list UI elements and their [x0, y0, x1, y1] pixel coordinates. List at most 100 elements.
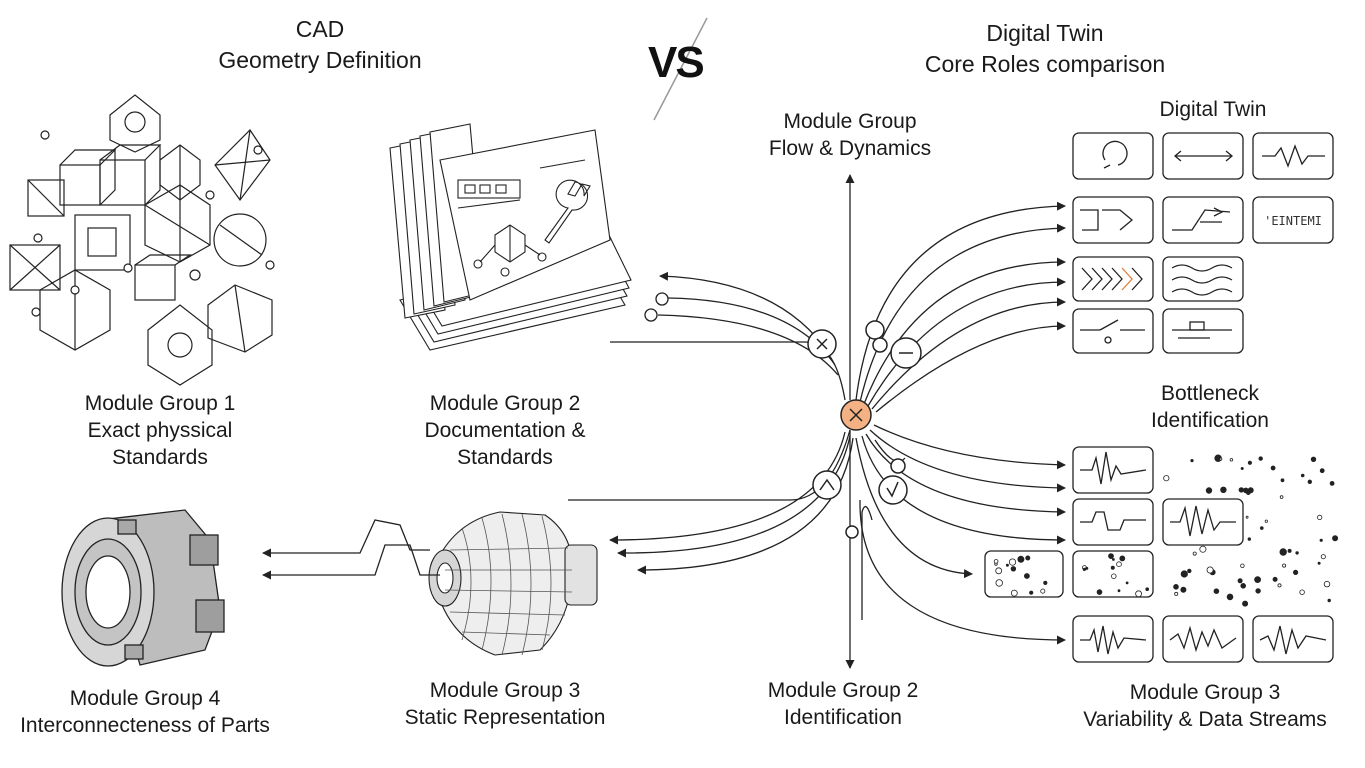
- scatter-dot: [1085, 566, 1089, 570]
- scatter-dot: [1116, 561, 1122, 567]
- wave-lines-icon: [1171, 264, 1233, 296]
- scatter-dot: [1270, 465, 1276, 471]
- cube-icon: [74, 214, 131, 271]
- cube-icon: [109, 94, 161, 153]
- scatter-dot: [1299, 589, 1305, 595]
- panel-cell: [1162, 498, 1244, 546]
- signal-trace-icon: [1259, 625, 1327, 655]
- twin-panel-title: Digital Twin: [1113, 96, 1313, 123]
- signal-trace-icon: [1080, 511, 1146, 531]
- panel-cell-label: 'EINTEMI: [1264, 214, 1322, 228]
- scatter-dot: [1254, 576, 1261, 583]
- group-role: Identification: [784, 706, 902, 729]
- twin-panel-grid: [984, 132, 1334, 663]
- scatter-dot: [1282, 563, 1287, 568]
- scatter-dot: [1287, 548, 1292, 553]
- close-icon: [807, 329, 837, 359]
- check-icon: [878, 475, 908, 505]
- scatter-dot: [1237, 578, 1243, 584]
- scatter-dot: [1323, 580, 1331, 588]
- panel-cell: [1252, 615, 1334, 663]
- cube-icon: [27, 179, 65, 217]
- scatter-dot: [1174, 591, 1179, 596]
- scatter-dot: [1005, 563, 1009, 567]
- panel-cell: [1072, 132, 1154, 180]
- scatter-dot: [1272, 576, 1278, 582]
- scatter-dot: [1245, 490, 1251, 496]
- cube-icon: [207, 284, 273, 353]
- node-icon: [890, 458, 906, 474]
- cube-icon: [214, 129, 271, 202]
- group-role: Standards: [457, 446, 553, 469]
- cube-cluster-illustration: [9, 94, 275, 386]
- scatter-dot: [993, 559, 999, 564]
- scatter-dot: [1213, 588, 1220, 594]
- central-hub: [840, 399, 872, 431]
- panel-cell: [1072, 196, 1154, 244]
- panel-cell: [1072, 615, 1154, 663]
- scatter-dot: [1329, 480, 1335, 486]
- small-node-icons: [31, 130, 275, 317]
- scatter-dot: [1096, 589, 1103, 595]
- scatter-dot: [1280, 478, 1285, 483]
- scatter-dot: [995, 579, 1003, 587]
- group-name: Module Group: [783, 110, 917, 133]
- panel-cell: [1072, 308, 1154, 354]
- document-stack-illustration: [389, 123, 632, 351]
- scatter-dot: [1111, 573, 1117, 579]
- scatter-dot: [1040, 588, 1046, 594]
- group-name: Module Group 4: [69, 687, 221, 710]
- signal-trace-icon: [1169, 625, 1237, 653]
- twin-heading: Digital Twin Core Roles comparison: [895, 18, 1195, 80]
- cube-icon: [134, 254, 192, 301]
- scatter-dot: [1192, 551, 1197, 556]
- scatter-dot: [1180, 586, 1187, 593]
- scatter-dot: [1220, 486, 1227, 493]
- twin-bottleneck-label: Bottleneck Identification: [1110, 380, 1310, 434]
- chevrons-icon: [1081, 267, 1143, 291]
- twin-subtitle: Core Roles comparison: [924, 51, 1166, 77]
- vs-divider: [653, 17, 708, 121]
- scatter-dot: [1279, 495, 1284, 499]
- node-icon: [845, 525, 859, 539]
- cube-icon: [144, 184, 211, 263]
- cad-group-2-label: Module Group 2 Documentation & Standards: [400, 390, 610, 471]
- scatter-dot: [1219, 457, 1223, 461]
- scatter-dot: [1247, 460, 1253, 465]
- group-name: Module Group 3: [1129, 681, 1281, 704]
- node-icon: [865, 320, 888, 353]
- cad-group-1-label: Module Group 1 Exact physsical Standards: [40, 390, 280, 471]
- left-connector-nodes: [644, 292, 669, 322]
- cad-heading: CAD Geometry Definition: [200, 14, 440, 76]
- signal-trace-icon: [1170, 505, 1236, 537]
- mesh-part-illustration: [428, 511, 598, 656]
- scatter-dot: [1187, 568, 1192, 574]
- group-role: Standards: [112, 446, 208, 469]
- panel-cell: [984, 550, 1064, 598]
- scatter-dot: [1043, 580, 1048, 586]
- connector-icon: [1172, 321, 1232, 339]
- switch-icon: [1080, 319, 1145, 344]
- scatter-dot: [1226, 593, 1234, 601]
- panel-title: Digital Twin: [1159, 98, 1267, 121]
- scatter-dot: [1255, 588, 1261, 594]
- scatter-dot: [1190, 458, 1194, 463]
- group-name: Module Group 2: [767, 679, 919, 702]
- double-arrow-icon: [1173, 150, 1234, 162]
- scatter-dot: [1010, 589, 1018, 597]
- panel-cell: [1162, 615, 1244, 663]
- chevron-up-icon: [812, 470, 842, 500]
- scatter-dot: [1008, 558, 1017, 566]
- scatter-dot: [1240, 582, 1246, 589]
- refresh-icon: [1102, 140, 1128, 169]
- group-role: Identification: [1151, 409, 1269, 432]
- scatter-dot: [1110, 565, 1115, 570]
- scatter-dot: [1240, 563, 1245, 568]
- cad-group-3-label: Module Group 3 Static Representation: [385, 677, 625, 731]
- wrench-icon: [544, 179, 591, 244]
- scatter-dot: [1319, 538, 1323, 542]
- twin-variability-label: Module Group 3 Variability & Data Stream…: [1060, 679, 1350, 733]
- panel-cell: [1162, 308, 1244, 354]
- scatter-dot: [1229, 458, 1234, 462]
- group-name: Module Group 1: [84, 392, 236, 415]
